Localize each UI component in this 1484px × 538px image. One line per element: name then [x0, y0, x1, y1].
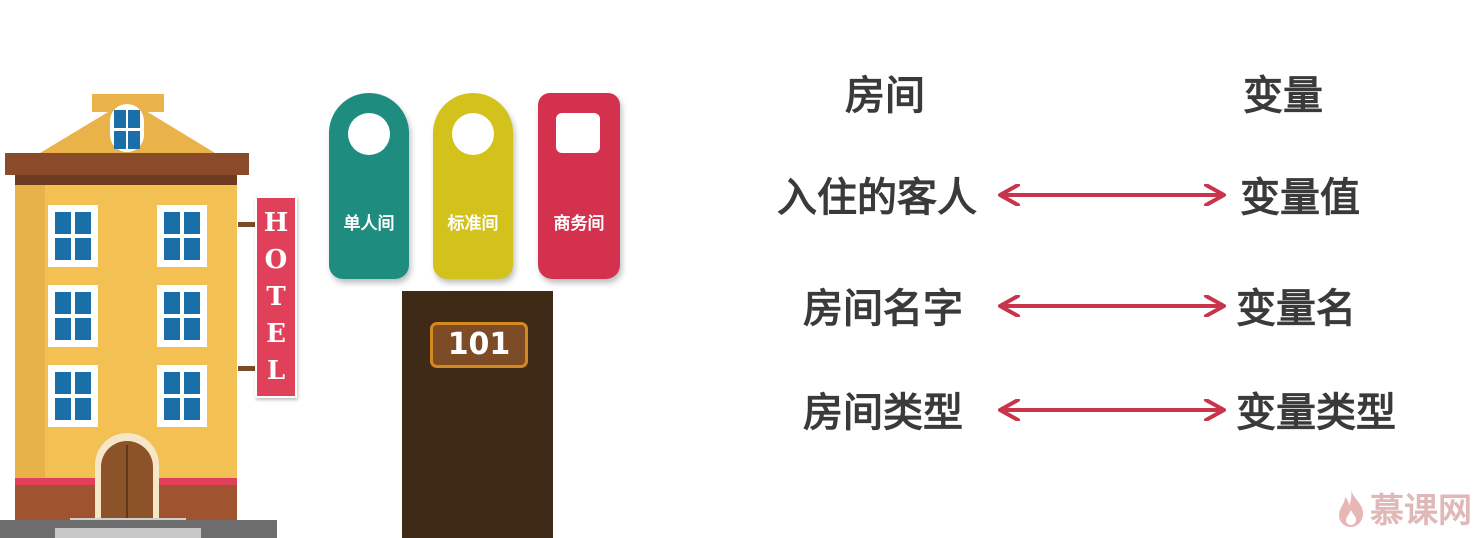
- header-room: 房间: [845, 73, 925, 119]
- header-variable: 变量: [1243, 73, 1323, 119]
- hotel-building-illustration: [0, 94, 277, 538]
- hotel-sign-letter: T: [266, 281, 286, 312]
- mapping-left-room-type: 房间类型: [803, 390, 963, 436]
- hotel-sign-letter: H: [263, 207, 289, 238]
- hotel-sign-letter: L: [266, 356, 286, 387]
- door-hanger-standard-room: 标准间: [433, 93, 513, 279]
- hotel-sign-letter: E: [266, 319, 286, 350]
- hanger-hole: [452, 113, 494, 155]
- sign-bracket: [238, 366, 256, 371]
- mapping-right-value: 变量值: [1240, 175, 1360, 221]
- mapping-left-room-name: 房间名字: [803, 286, 963, 332]
- mapping-left-guest: 入住的客人: [777, 175, 977, 221]
- door-hanger-business-room: 商务间: [538, 93, 620, 279]
- brand-watermark: 慕课网: [1336, 483, 1472, 532]
- mapping-right-type: 变量类型: [1236, 390, 1396, 436]
- double-arrow-icon: [998, 295, 1226, 317]
- sign-bracket: [238, 222, 256, 227]
- door-hanger-label: 单人间: [343, 214, 395, 234]
- hanger-hole: [556, 113, 600, 153]
- room-number-plate: 101: [430, 322, 528, 368]
- door-hanger-label: 标准间: [447, 214, 499, 234]
- mapping-right-name: 变量名: [1236, 286, 1356, 332]
- door-hanger-single-room: 单人间: [329, 93, 409, 279]
- brand-text: 慕课网: [1370, 491, 1472, 531]
- hanger-hole: [348, 113, 390, 155]
- hotel-sign-letter: O: [264, 244, 288, 275]
- door-hanger-label: 商务间: [553, 214, 605, 234]
- double-arrow-icon: [998, 184, 1226, 206]
- double-arrow-icon: [998, 399, 1226, 421]
- flame-icon: [1339, 489, 1364, 527]
- hotel-sign: H O T E L: [255, 196, 297, 398]
